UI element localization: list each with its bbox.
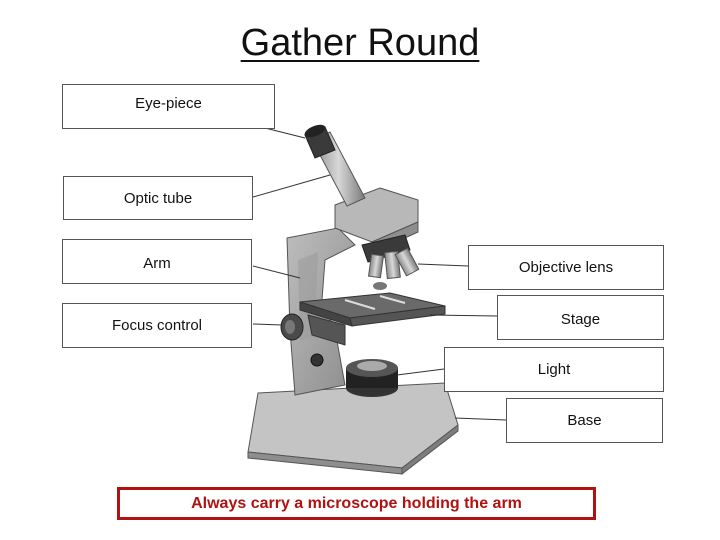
title-text: Gather Round [240,22,480,64]
label-focus-control-text: Focus control [111,317,203,334]
page-title: Gather Round [0,22,720,65]
focus-control-part [280,313,324,367]
safety-note-text: Always carry a microscope holding the ar… [191,494,522,512]
label-stage: Stage [497,295,664,340]
label-optic-tube-text: Optic tube [123,189,193,207]
label-eyepiece-text: Eye-piece [135,95,202,112]
label-objective-lens-text: Objective lens [518,259,614,276]
label-objective-lens: Objective lens [468,245,664,290]
label-arm-text: Arm [143,255,171,272]
optic-tube-part [304,124,366,207]
base-part [247,382,459,476]
label-focus-control: Focus control [62,303,252,348]
label-light: Light [444,347,664,392]
safety-note: Always carry a microscope holding the ar… [117,487,596,520]
label-eyepiece: Eye-piece [62,84,275,129]
label-arm: Arm [62,239,252,284]
light-part [346,359,398,397]
leader-lines [252,127,507,421]
objective-lens-part [361,234,420,290]
label-base: Base [506,398,663,443]
label-stage-text: Stage [560,311,601,328]
label-base-text: Base [567,412,602,429]
label-light-text: Light [537,361,571,378]
label-optic-tube: Optic tube [63,176,253,220]
stage-part [299,292,446,346]
